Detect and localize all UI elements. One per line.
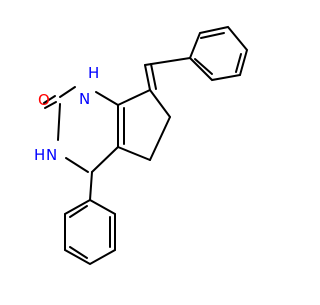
atom-n3: N: [46, 146, 57, 164]
atom-n3-hydrogen: H: [34, 146, 45, 164]
bond-c7-c6: [149, 89, 171, 118]
bond-c7-ch-b: [150, 63, 157, 90]
bond-c2-o-a: [43, 95, 56, 104]
atom-labels: O H N H N: [34, 64, 99, 164]
bond-ch-ph: [144, 57, 191, 66]
atom-n1: N: [79, 90, 90, 108]
lower-phenyl-ring: [64, 199, 116, 266]
upper-phenyl-double-3: [194, 58, 213, 75]
molecule-canvas: O H N H N: [34, 25, 249, 266]
structure-diagram: O H N H N: [34, 25, 249, 266]
lower-phenyl-double-2: [69, 246, 88, 259]
upper-phenyl-double-2: [235, 53, 242, 73]
bond-c7a-c7: [117, 89, 151, 106]
bond-c2-n3: [57, 103, 61, 141]
bond-c4-ph: [89, 171, 93, 201]
bond-n3-c4: [65, 157, 89, 173]
bond-c4-c4a: [91, 146, 119, 173]
bond-n1-c7a: [95, 91, 119, 106]
atom-n1-hydrogen: H: [88, 64, 99, 82]
bond-c5-c4a: [117, 146, 151, 161]
lower-phenyl-double-3: [69, 205, 88, 218]
upper-phenyl-double-1: [200, 32, 225, 39]
bond-c2-o-b: [44, 101, 57, 109]
bond-c6-c5: [149, 116, 171, 161]
atom-oxygen: O: [38, 91, 50, 109]
bond-c2-n1: [59, 86, 76, 98]
bonds: [43, 25, 249, 266]
bond-c7-ch-a: [144, 64, 151, 91]
upper-phenyl-ring: [189, 25, 249, 82]
